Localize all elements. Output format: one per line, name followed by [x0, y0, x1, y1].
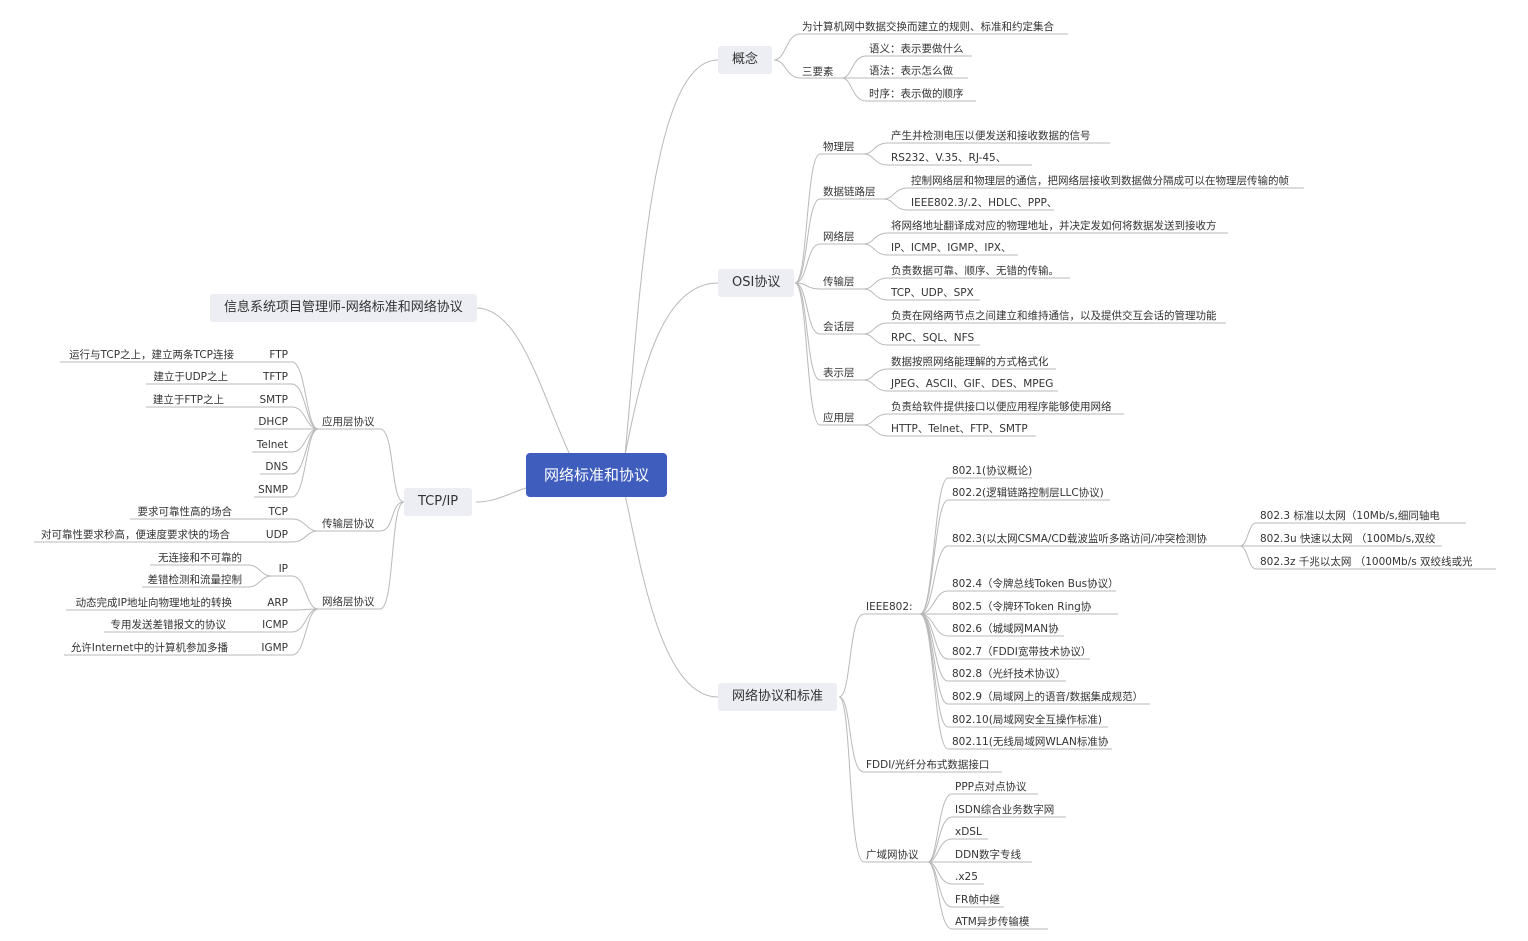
osi-layer-desc: 控制网络层和物理层的通信，把网络层接收到数据做分隔成可以在物理层传输的帧 [911, 175, 1289, 187]
protocol-name: FTP [269, 349, 288, 361]
osi-layer-session[interactable]: 会话层 [823, 321, 855, 333]
osi-layer-physical[interactable]: 物理层 [823, 141, 855, 153]
wan-item: ATM异步传输模 [955, 916, 1030, 928]
ieee-item: 802.8（光纤技术协议） [952, 668, 1067, 680]
wan-item: xDSL [955, 826, 982, 838]
osi-layer-application[interactable]: 应用层 [823, 412, 855, 424]
element-semantics: 语义：表示要做什么 [869, 43, 964, 55]
protocol-name: Telnet [256, 439, 288, 451]
root-node[interactable]: 网络标准和协议 [526, 453, 668, 497]
osi-layer-protocols: TCP、UDP、SPX [891, 287, 974, 299]
osi-layer-desc: 产生并检测电压以便发送和接收数据的信号 [891, 130, 1091, 142]
ethernet-item: 802.3 标准以太网（10Mb/s,细同轴电 [1260, 510, 1440, 522]
osi-layer-network[interactable]: 网络层 [823, 231, 855, 243]
osi-layer-datalink[interactable]: 数据链路层 [823, 186, 876, 198]
protocol-note: 建立于UDP之上 [153, 371, 228, 383]
osi-layer-protocols: RPC、SQL、NFS [891, 332, 975, 344]
ieee802-node[interactable]: IEEE802: [866, 601, 913, 613]
ieee-item: 802.2(逻辑链路控制层LLC协议) [952, 487, 1104, 499]
protocol-name: TCP [268, 506, 288, 518]
osi-layer-protocols: RS232、V.35、RJ-45、 [891, 152, 1007, 164]
ieee-item: 802.9（局域网上的语音/数据集成规范） [952, 691, 1144, 703]
protocol-note: 允许Internet中的计算机参加多播 [70, 642, 228, 654]
osi-layer-desc: 负责数据可靠、顺序、无错的传输。 [891, 265, 1059, 277]
protocol-note: 运行与TCP之上，建立两条TCP连接 [69, 349, 234, 361]
ieee-item: 802.7（FDDI宽带技术协议） [952, 646, 1092, 658]
concept-definition: 为计算机网中数据交换而建立的规则、标准和约定集合 [802, 21, 1054, 33]
osi-layer-protocols: IP、ICMP、IGMP、IPX、 [891, 242, 1012, 254]
wan-node[interactable]: 广域网协议 [866, 849, 919, 861]
protocol-name: DNS [265, 461, 288, 473]
tcpip-node[interactable]: TCP/IP [404, 488, 473, 516]
osi-node[interactable]: OSI协议 [718, 269, 795, 297]
protocol-note: 动态完成IP地址向物理地址的转换 [75, 597, 232, 609]
ieee-item: 802.5（令牌环Token Ring协 [952, 601, 1092, 613]
three-elements-node[interactable]: 三要素 [802, 66, 834, 78]
tcpip-network-layer[interactable]: 网络层协议 [322, 596, 375, 608]
fddi-node: FDDI/光纤分布式数据接口 [866, 759, 990, 771]
wan-item: FR帧中继 [955, 894, 1000, 906]
standards-node[interactable]: 网络协议和标准 [718, 683, 838, 711]
protocol-note: 要求可靠性高的场合 [137, 506, 233, 518]
ieee-item: 802.6（城域网MAN协 [952, 623, 1059, 635]
osi-layer-presentation[interactable]: 表示层 [823, 367, 855, 379]
protocol-name: ARP [267, 597, 288, 609]
protocol-name: ICMP [262, 619, 288, 631]
protocol-note: 专用发送差错报文的协议 [110, 619, 227, 631]
protocol-name: DHCP [258, 416, 288, 428]
protocol-note: 差错检测和流量控制 [147, 574, 243, 586]
osi-layer-protocols: IEEE802.3/.2、HDLC、PPP、 [911, 197, 1058, 209]
protocol-note: 建立于FTP之上 [152, 394, 224, 406]
osi-layer-desc: 负责给软件提供接口以便应用程序能够使用网络 [891, 401, 1112, 413]
concept-node[interactable]: 概念 [718, 46, 773, 74]
element-timing: 时序：表示做的顺序 [869, 88, 964, 100]
ieee-item: 802.4（令牌总线Token Bus协议） [952, 578, 1119, 590]
protocol-note: 无连接和不可靠的 [158, 552, 242, 564]
osi-layer-desc: 负责在网络两节点之间建立和维持通信，以及提供交互会话的管理功能 [891, 310, 1217, 322]
protocol-name: SNMP [258, 484, 288, 496]
wan-item: DDN数字专线 [955, 849, 1022, 861]
ieee-item: 802.10(局域网安全互操作标准) [952, 714, 1102, 726]
protocol-name: SMTP [259, 394, 288, 406]
wan-item: PPP点对点协议 [955, 781, 1027, 793]
element-syntax: 语法：表示怎么做 [869, 65, 953, 77]
protocol-note: 对可靠性要求秒高，便速度要求快的场合 [41, 529, 230, 541]
title-node[interactable]: 信息系统项目管理师-网络标准和网络协议 [210, 294, 477, 322]
ieee-item-8023[interactable]: 802.3(以太网CSMA/CD载波监听多路访问/冲突检测协 [952, 533, 1207, 545]
ethernet-item: 802.3z 千兆以太网 （1000Mb/s 双绞线或光 [1260, 556, 1473, 568]
osi-layer-desc: 将网络地址翻译成对应的物理地址，并决定发如何将数据发送到接收方 [891, 220, 1217, 232]
osi-layer-desc: 数据按照网络能理解的方式格式化 [891, 356, 1049, 368]
protocol-ip: IP [278, 563, 288, 575]
wan-item: ISDN综合业务数字网 [955, 804, 1055, 816]
ieee-item: 802.11(无线局域网WLAN标准协 [952, 736, 1109, 748]
tcpip-app-layer[interactable]: 应用层协议 [322, 416, 375, 428]
ieee-item: 802.1(协议概论) [952, 465, 1033, 477]
wan-item: .x25 [955, 871, 978, 883]
ethernet-item: 802.3u 快速以太网 （100Mb/s,双绞 [1260, 533, 1436, 545]
protocol-name: IGMP [261, 642, 288, 654]
protocol-name: UDP [265, 529, 288, 541]
osi-layer-protocols: HTTP、Telnet、FTP、SMTP [891, 423, 1028, 435]
osi-layer-transport[interactable]: 传输层 [823, 276, 855, 288]
tcpip-transport-layer[interactable]: 传输层协议 [322, 518, 375, 530]
protocol-name: TFTP [262, 371, 288, 383]
osi-layer-protocols: JPEG、ASCII、GIF、DES、MPEG [891, 378, 1054, 390]
